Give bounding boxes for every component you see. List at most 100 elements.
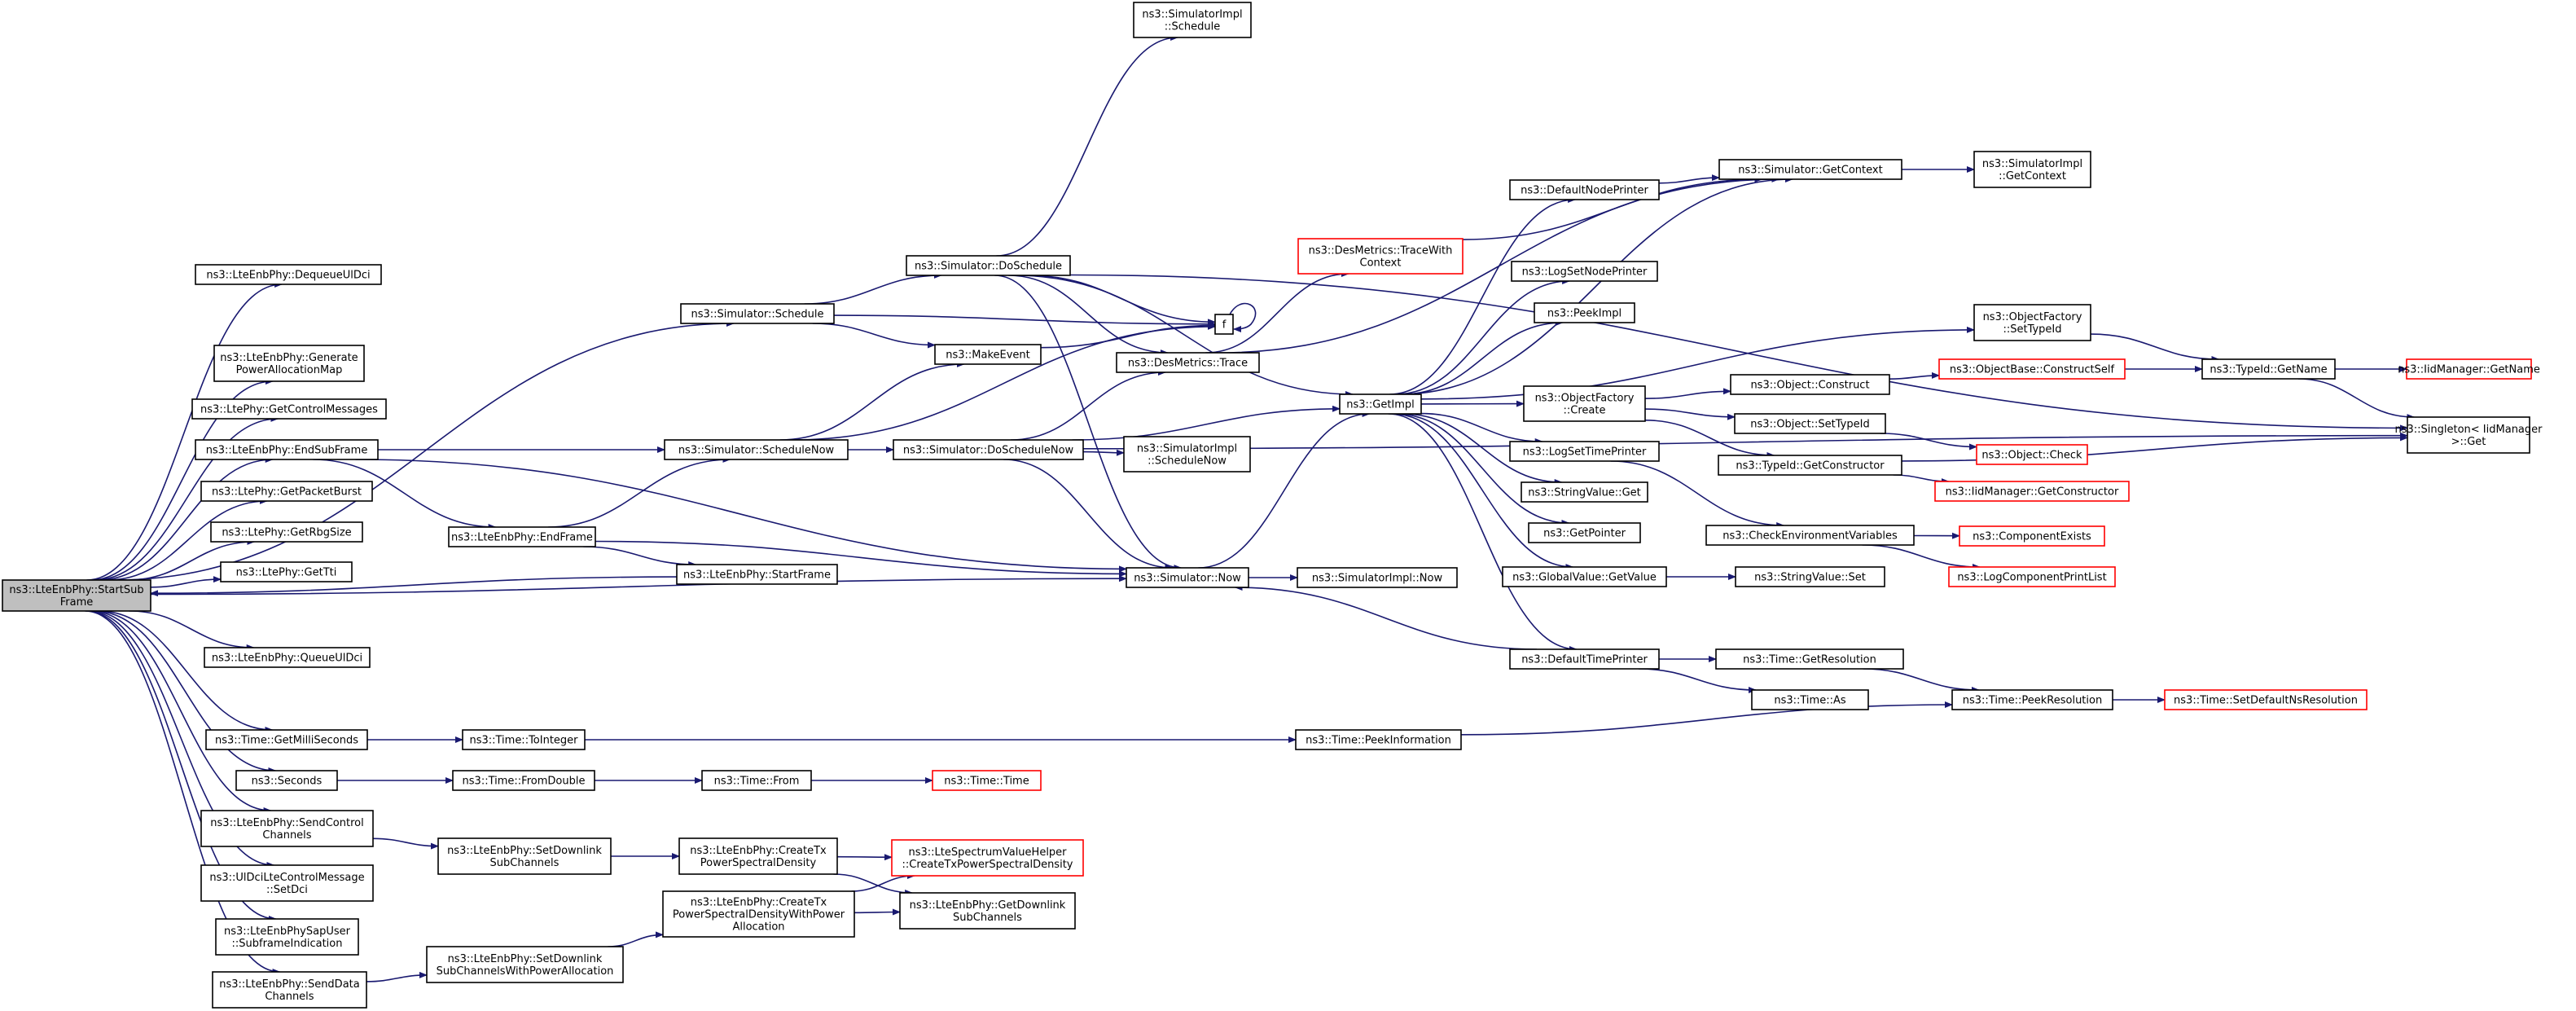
edge-getres-to-peekres: [1863, 668, 1980, 693]
node-getcontext[interactable]: ns3::Simulator::GetContext: [1718, 159, 1902, 180]
node-box: [1934, 481, 2130, 502]
node-box: [1534, 302, 1635, 323]
node-box: [1528, 522, 1641, 543]
node-genpam[interactable]: ns3::LteEnbPhy::GeneratePowerAllocationM…: [213, 345, 365, 382]
node-iidgetctor[interactable]: ns3::IidManager::GetConstructor: [1934, 481, 2130, 502]
node-schedule[interactable]: ns3::Simulator::Schedule: [680, 303, 835, 324]
node-label: ns3::GetImpl: [1346, 399, 1415, 411]
node-box: [1126, 567, 1249, 588]
node-iidgetname[interactable]: ns3::IidManager::GetName: [2398, 358, 2540, 380]
node-getres[interactable]: ns3::Time::GetResolution: [1715, 648, 1904, 670]
edge-objconstruct-to-obconstructself: [1889, 371, 1940, 380]
node-timeas[interactable]: ns3::Time::As: [1751, 689, 1869, 710]
node-getctrl[interactable]: ns3::LtePhy::GetControlMessages: [191, 398, 387, 420]
node-endframe[interactable]: ns3::LteEnbPhy::EndFrame: [448, 526, 596, 547]
node-dosched[interactable]: ns3::Simulator::DoSchedule: [906, 255, 1071, 276]
node-logtime[interactable]: ns3::LogSetTimePrinter: [1509, 441, 1660, 462]
node-lognode[interactable]: ns3::LogSetNodePrinter: [1511, 261, 1658, 282]
node-label: ns3::Time::From: [714, 776, 800, 788]
node-doschednow[interactable]: ns3::Simulator::DoScheduleNow: [893, 439, 1084, 460]
node-getpkt[interactable]: ns3::LtePhy::GetPacketBurst: [200, 481, 373, 502]
node-tidgetname[interactable]: ns3::TypeId::GetName: [2201, 358, 2336, 380]
edge-startsub-to-seconds: [94, 610, 277, 774]
node-endsub[interactable]: ns3::LteEnbPhy::EndSubFrame: [195, 439, 379, 460]
node-setdci[interactable]: ns3::UlDciLteControlMessage::SetDci: [200, 864, 374, 902]
edge-endframe-to-now: [595, 540, 1127, 578]
edge-makeevent-to-f: [1040, 322, 1216, 349]
node-label: ns3::DesMetrics::Trace: [1128, 358, 1248, 370]
node-box: [215, 918, 359, 956]
node-singleton[interactable]: ns3::Singleton< IidManager>::Get: [2394, 416, 2543, 454]
node-timefrom[interactable]: ns3::Time::From: [701, 770, 812, 791]
node-deftime[interactable]: ns3::DefaultTimePrinter: [1509, 648, 1660, 670]
node-makeevent[interactable]: ns3::MakeEvent: [934, 344, 1042, 365]
node-createtx[interactable]: ns3::LteEnbPhy::CreateTxPowerSpectralDen…: [678, 837, 838, 875]
node-box: [676, 564, 838, 585]
node-ofcreate[interactable]: ns3::ObjectFactory::Create: [1523, 385, 1646, 422]
node-label: ns3::ComponentExists: [1973, 531, 2091, 543]
node-implgetctx[interactable]: ns3::SimulatorImpl::GetContext: [1973, 151, 2091, 188]
node-fromdouble[interactable]: ns3::Time::FromDouble: [452, 770, 595, 791]
node-objcheck[interactable]: ns3::Object::Check: [1976, 444, 2088, 465]
node-trace[interactable]: ns3::DesMetrics::Trace: [1116, 352, 1260, 373]
node-implsched[interactable]: ns3::SimulatorImpl::Schedule: [1133, 2, 1252, 38]
node-gvget[interactable]: ns3::GlobalValue::GetValue: [1502, 566, 1667, 587]
node-sapuser[interactable]: ns3::LteEnbPhySapUser::SubframeIndicatio…: [215, 918, 359, 956]
node-implnow[interactable]: ns3::SimulatorImpl::Now: [1297, 567, 1458, 588]
node-seconds[interactable]: ns3::Seconds: [235, 770, 338, 791]
node-f[interactable]: f: [1214, 314, 1234, 335]
node-tidgetctor[interactable]: ns3::TypeId::GetConstructor: [1718, 455, 1902, 476]
node-logcomplist[interactable]: ns3::LogComponentPrintList: [1948, 566, 2116, 587]
node-svhcreate[interactable]: ns3::LteSpectrumValueHelper::CreateTxPow…: [891, 839, 1084, 877]
node-gettti[interactable]: ns3::LtePhy::GetTti: [220, 561, 353, 582]
edge-tidgetctor-to-iidgetctor: [1893, 474, 1950, 485]
node-label: ns3::Object::Check: [1981, 450, 2082, 462]
node-objsettype[interactable]: ns3::Object::SetTypeId: [1734, 413, 1886, 434]
edge-tidgetname-to-singleton: [2297, 378, 2416, 420]
node-getimpl[interactable]: ns3::GetImpl: [1339, 393, 1422, 415]
node-label: ns3::UlDciLteControlMessage: [209, 872, 364, 884]
node-queueul[interactable]: ns3::LteEnbPhy::QueueUlDci: [204, 647, 371, 668]
node-createtxpa[interactable]: ns3::LteEnbPhy::CreateTxPowerSpectralDen…: [662, 890, 855, 938]
node-checkenv[interactable]: ns3::CheckEnvironmentVariables: [1705, 525, 1915, 546]
node-strget[interactable]: ns3::StringValue::Get: [1521, 481, 1648, 503]
node-box: [1116, 352, 1260, 373]
node-obconstructself[interactable]: ns3::ObjectBase::ConstructSelf: [1938, 358, 2126, 380]
node-label: ns3::Time::SetDefaultNsResolution: [2174, 695, 2358, 707]
node-tointeger[interactable]: ns3::Time::ToInteger: [462, 729, 586, 750]
node-label: ::CreateTxPowerSpectralDensity: [902, 859, 1073, 871]
node-dequeueul[interactable]: ns3::LteEnbPhy::DequeueUlDci: [195, 264, 382, 285]
node-setdefres[interactable]: ns3::Time::SetDefaultNsResolution: [2164, 689, 2368, 710]
node-label: Context: [1360, 257, 1402, 270]
node-label: ns3::ObjectBase::ConstructSelf: [1950, 364, 2115, 376]
node-peekinfo[interactable]: ns3::Time::PeekInformation: [1295, 729, 1462, 750]
node-getmilli[interactable]: ns3::Time::GetMilliSeconds: [205, 729, 368, 750]
node-now[interactable]: ns3::Simulator::Now: [1126, 567, 1249, 588]
node-peekres[interactable]: ns3::Time::PeekResolution: [1951, 689, 2113, 710]
node-box: [2407, 416, 2530, 454]
node-getpointer[interactable]: ns3::GetPointer: [1528, 522, 1641, 543]
node-label: ns3::Object::Construct: [1750, 380, 1869, 392]
node-defnode[interactable]: ns3::DefaultNodePrinter: [1509, 179, 1660, 200]
node-label: ns3::DefaultNodePrinter: [1521, 185, 1648, 197]
node-schednow[interactable]: ns3::Simulator::ScheduleNow: [664, 439, 849, 460]
node-implschednow[interactable]: ns3::SimulatorImpl::ScheduleNow: [1123, 436, 1251, 473]
node-peekimpl[interactable]: ns3::PeekImpl: [1534, 302, 1635, 323]
node-getrbg[interactable]: ns3::LtePhy::GetRbgSize: [210, 521, 363, 543]
node-setdlsubpa[interactable]: ns3::LteEnbPhy::SetDownlinkSubChannelsWi…: [426, 946, 624, 983]
node-strset[interactable]: ns3::StringValue::Set: [1735, 566, 1885, 587]
edge-getimpl-to-peekimpl: [1402, 319, 1564, 395]
node-label: ns3::LteSpectrumValueHelper: [908, 846, 1067, 859]
node-timetime[interactable]: ns3::Time::Time: [932, 770, 1042, 791]
node-compexists[interactable]: ns3::ComponentExists: [1959, 525, 2105, 547]
node-ofsettype[interactable]: ns3::ObjectFactory::SetTypeId: [1973, 304, 2091, 341]
node-startframe[interactable]: ns3::LteEnbPhy::StartFrame: [676, 564, 838, 585]
node-objconstruct[interactable]: ns3::Object::Construct: [1730, 374, 1890, 395]
